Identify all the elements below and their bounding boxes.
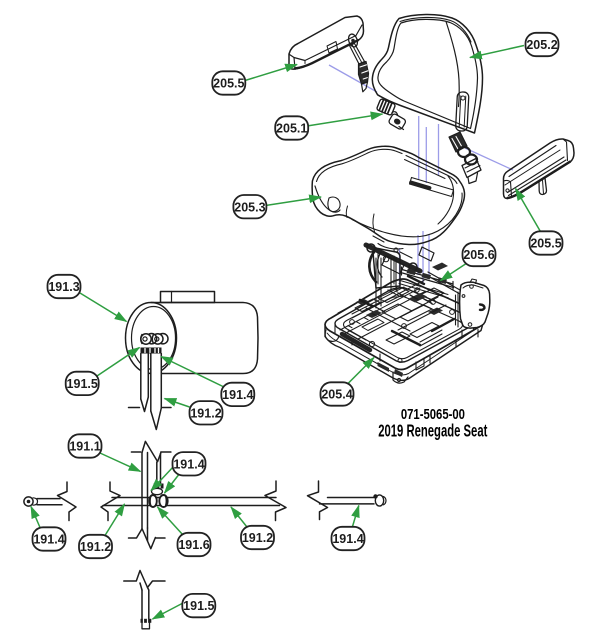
svg-text:191.1: 191.1 (69, 440, 100, 454)
svg-text:191.4: 191.4 (332, 532, 363, 546)
svg-text:205.3: 205.3 (234, 200, 265, 214)
svg-text:205.6: 205.6 (463, 248, 494, 262)
svg-text:2019 Renegade Seat: 2019 Renegade Seat (378, 422, 487, 441)
svg-text:191.5: 191.5 (67, 377, 98, 391)
svg-text:205.5: 205.5 (530, 237, 561, 251)
svg-text:191.4: 191.4 (222, 388, 253, 402)
svg-text:205.1: 205.1 (276, 122, 307, 136)
svg-text:191.4: 191.4 (173, 457, 204, 471)
svg-text:191.6: 191.6 (178, 538, 209, 552)
svg-text:205.2: 205.2 (526, 38, 557, 52)
svg-text:191.3: 191.3 (48, 280, 79, 294)
svg-text:191.2: 191.2 (242, 531, 273, 545)
svg-text:071-5065-00: 071-5065-00 (401, 406, 465, 423)
svg-text:205.4: 205.4 (321, 388, 352, 402)
svg-text:191.4: 191.4 (33, 533, 64, 547)
svg-text:191.2: 191.2 (190, 406, 221, 420)
svg-text:191.5: 191.5 (183, 599, 214, 613)
svg-text:191.2: 191.2 (80, 540, 111, 554)
svg-text:205.5: 205.5 (213, 77, 244, 91)
